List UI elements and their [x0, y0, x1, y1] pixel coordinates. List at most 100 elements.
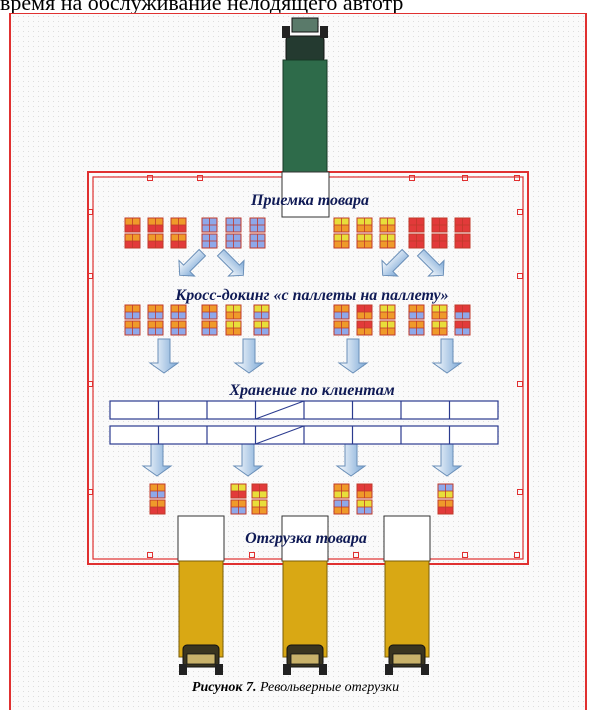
- pallet: [431, 233, 448, 249]
- pallet-border: [333, 304, 350, 320]
- pallet: [225, 217, 242, 233]
- pallet: [201, 217, 218, 233]
- pallet: [253, 304, 270, 320]
- pallet: [431, 217, 448, 233]
- inbound-truck-cab: [285, 35, 325, 63]
- pallet: [170, 233, 187, 249]
- flow-arrow: [431, 338, 463, 374]
- pallet-border: [356, 499, 373, 515]
- pallet-border: [253, 320, 270, 336]
- storage-racks: [109, 400, 499, 445]
- pallet: [170, 304, 187, 320]
- outbound-truck: [384, 560, 430, 675]
- pallet-border: [437, 499, 454, 515]
- column-marker: [87, 489, 93, 495]
- pallet-border: [230, 483, 247, 499]
- header-text: время на обслуживание нелодящего автотр: [0, 0, 404, 15]
- rack-diagonal: [255, 400, 305, 420]
- column-marker: [517, 381, 523, 387]
- pallet: [356, 304, 373, 320]
- pallet-border: [147, 304, 164, 320]
- pallet: [379, 304, 396, 320]
- pallet-border: [431, 217, 448, 233]
- pallet-border: [379, 217, 396, 233]
- pallet: [149, 483, 166, 499]
- column-marker: [197, 175, 203, 181]
- pallet-border: [437, 483, 454, 499]
- pallet-border: [408, 217, 425, 233]
- pallet: [431, 320, 448, 336]
- pallet-border: [356, 233, 373, 249]
- pallet: [124, 320, 141, 336]
- column-marker: [517, 209, 523, 215]
- pallet: [454, 217, 471, 233]
- pallet: [251, 499, 268, 515]
- pallet-border: [225, 304, 242, 320]
- pallet-border: [230, 499, 247, 515]
- pallet-border: [170, 320, 187, 336]
- pallet-border: [124, 233, 141, 249]
- pallet-border: [251, 483, 268, 499]
- shipping-dock-door: [383, 515, 431, 562]
- receiving-dock-door: [281, 171, 330, 218]
- column-marker: [517, 489, 523, 495]
- pallet-border: [454, 320, 471, 336]
- shipping-dock-door: [281, 515, 329, 562]
- column-marker: [87, 273, 93, 279]
- column-marker: [87, 209, 93, 215]
- pallet-border: [170, 217, 187, 233]
- pallet-border: [124, 320, 141, 336]
- pallet-border: [149, 499, 166, 515]
- shipping-dock-door: [177, 515, 225, 562]
- flow-arrows: [141, 248, 463, 477]
- pallet-border: [225, 233, 242, 249]
- flow-arrow: [148, 338, 180, 374]
- pallet: [147, 233, 164, 249]
- column-marker: [514, 552, 520, 558]
- pallet-border: [170, 304, 187, 320]
- column-marker: [517, 273, 523, 279]
- column-marker: [462, 552, 468, 558]
- flow-arrow: [416, 248, 445, 277]
- outbound-trucks: [178, 560, 430, 675]
- pallet-border: [454, 217, 471, 233]
- pallet: [170, 320, 187, 336]
- pallet-border: [201, 320, 218, 336]
- rack-row: [109, 425, 499, 445]
- column-marker: [462, 175, 468, 181]
- pallet-border: [431, 320, 448, 336]
- column-marker: [353, 552, 359, 558]
- flow-arrow: [141, 441, 173, 477]
- outbound-truck-trailer: [384, 560, 430, 658]
- flow-arrow: [232, 441, 264, 477]
- pallet: [201, 233, 218, 249]
- pallet-border: [408, 233, 425, 249]
- pallet: [333, 304, 350, 320]
- inbound-truck-trailer: [282, 59, 328, 173]
- pallet-border: [225, 320, 242, 336]
- pallet: [437, 499, 454, 515]
- pallet: [408, 233, 425, 249]
- column-marker: [409, 175, 415, 181]
- pallet: [408, 217, 425, 233]
- pallet: [225, 320, 242, 336]
- pallet-border: [253, 304, 270, 320]
- rack-row: [109, 400, 499, 420]
- inbound-truck-wheel: [320, 26, 328, 38]
- rack-diagonal: [255, 425, 305, 445]
- shipping-label: Отгрузка товара: [245, 530, 367, 547]
- pallet: [356, 217, 373, 233]
- pallet-border: [249, 233, 266, 249]
- pallet: [333, 483, 350, 499]
- pallet-border: [124, 304, 141, 320]
- pallet-border: [333, 499, 350, 515]
- pallet-border: [356, 304, 373, 320]
- pallet-border: [431, 233, 448, 249]
- pallet: [251, 483, 268, 499]
- pallet-border: [170, 233, 187, 249]
- pallet-border: [379, 233, 396, 249]
- pallet-border: [356, 217, 373, 233]
- pallet-border: [408, 320, 425, 336]
- pallet: [356, 499, 373, 515]
